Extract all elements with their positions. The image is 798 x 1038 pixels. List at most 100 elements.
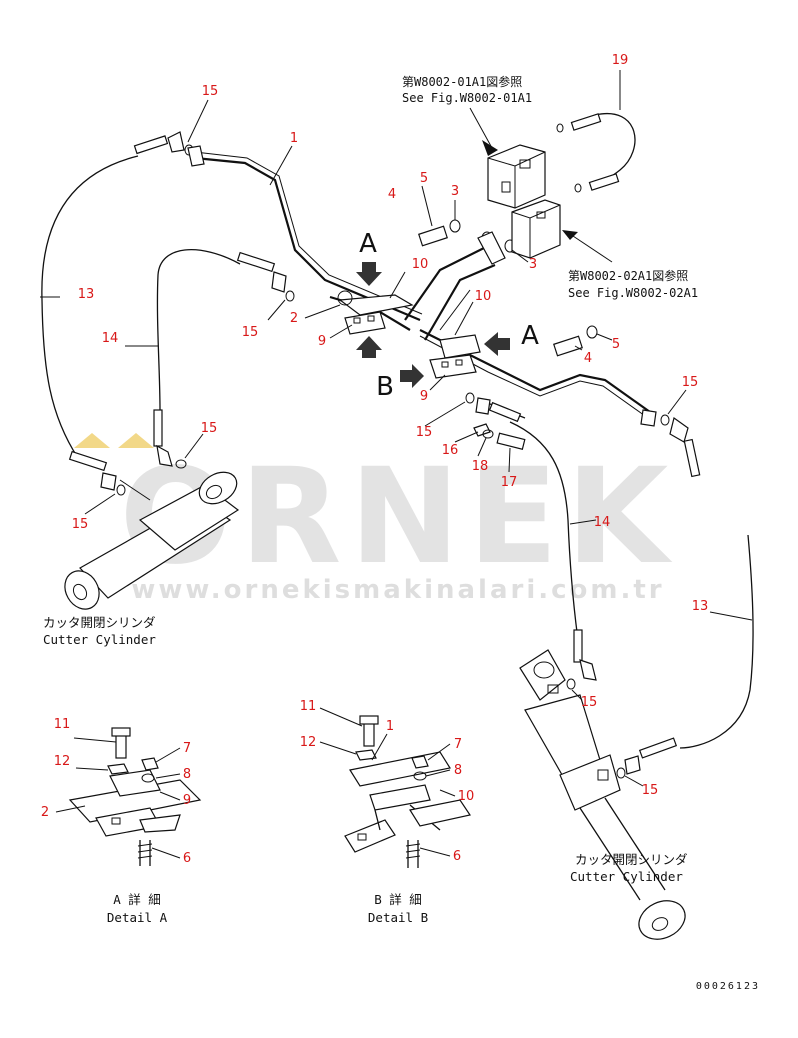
- callout-4-lower: 4: [584, 351, 592, 366]
- o-ring-15-right-cyl: [566, 678, 576, 690]
- tube-to-valve-2: [424, 263, 496, 341]
- detail-a-washer-8: [141, 773, 155, 783]
- detail-a-u-bolt: [139, 840, 151, 866]
- o-ring-15-left-cyl: [175, 459, 187, 469]
- detail-a-callout-11: 11: [54, 717, 71, 732]
- clamp-10-left: [338, 294, 414, 316]
- callout-15-mid: 15: [242, 325, 259, 340]
- valve-lower: [511, 199, 561, 259]
- caption-cyl-left-en: Cutter Cylinder: [43, 632, 156, 647]
- hose-13-left: [41, 155, 139, 459]
- callout-10-upper: 10: [412, 257, 429, 272]
- callout-1: 1: [290, 131, 298, 146]
- view-letter-b-left: B: [376, 372, 394, 402]
- tube-lower-right: [419, 329, 651, 413]
- hose-end-13-top: [133, 135, 169, 155]
- detail-a-clamp: [109, 769, 161, 797]
- detail-b-callout-11: 11: [300, 699, 317, 714]
- washer-18: [482, 429, 494, 439]
- detail-a-callout-9: 9: [183, 793, 191, 808]
- clamp-9-right: [429, 354, 477, 379]
- detail-b-nut: [411, 755, 429, 769]
- callout-13-left: 13: [78, 287, 95, 302]
- detail-a-callout-2: 2: [41, 805, 49, 820]
- tube-1-upper: [194, 156, 421, 322]
- detail-a-callout-8: 8: [183, 767, 191, 782]
- callout-18: 18: [472, 459, 489, 474]
- hose-end-13-right-lower: [638, 737, 678, 759]
- cylinder-left-head: [198, 471, 238, 505]
- detail-a-washer-12: [107, 763, 129, 775]
- caption-cyl-right-en: Cutter Cylinder: [570, 869, 683, 884]
- detail-b-callout-10: 10: [458, 789, 475, 804]
- callout-15-left-cyl: 15: [201, 421, 218, 436]
- callout-9-left: 9: [318, 334, 326, 349]
- callout-2: 2: [290, 311, 298, 326]
- ref-fig01-en: See Fig.W8002-01A1: [402, 91, 532, 105]
- hose-end-14-lower: [153, 409, 163, 447]
- caption-detail-b-en: Detail B: [368, 910, 428, 925]
- callout-19: 19: [612, 53, 629, 68]
- tubes: [194, 151, 651, 419]
- caption-cyl-right-jp: カッタ開閉シリンダ: [575, 852, 688, 867]
- hoses: [41, 112, 754, 749]
- o-ring-15-lower-left: [116, 484, 126, 496]
- caption-detail-a-jp: A 詳 細: [113, 892, 161, 907]
- callout-15-right-lower: 15: [642, 783, 659, 798]
- watermark-accent-right: [118, 433, 154, 448]
- arrow-view-b-right: [400, 364, 424, 388]
- hose-13-right: [679, 534, 754, 749]
- cylinder-right-rod: [579, 797, 666, 901]
- o-ring-15-right: [660, 414, 670, 426]
- view-letter-a-right: A: [521, 321, 539, 351]
- arrow-view-a-right: [484, 332, 510, 356]
- view-letter-a-top: A: [359, 229, 377, 259]
- elbow-fitting-14-right: [579, 659, 597, 681]
- detail-a-callout-7: 7: [183, 741, 191, 756]
- detail-b-callout-12: 12: [300, 735, 317, 750]
- callout-17: 17: [501, 475, 518, 490]
- detail-b-callout-8: 8: [454, 763, 462, 778]
- hose-19: [594, 112, 636, 183]
- detail-a-callout-12: 12: [54, 754, 71, 769]
- o-ring-15-center: [465, 392, 475, 404]
- washer-5-lower: [586, 325, 598, 339]
- callout-14-right: 14: [594, 515, 611, 530]
- callout-15-center: 15: [416, 425, 433, 440]
- detail-b-washer-12: [355, 749, 377, 761]
- hose-end-13-right: [683, 438, 701, 478]
- detail-b-bracket-foot: [344, 819, 396, 853]
- cylinder-right: [519, 649, 686, 940]
- detail-a: [68, 727, 202, 866]
- view-letters: A A B: [359, 229, 539, 402]
- fitting-valve-top: [570, 113, 602, 131]
- callout-5-lower: 5: [612, 337, 620, 352]
- figure-references: 第W8002-01A1図参照 See Fig.W8002-01A1 第W8002…: [402, 74, 698, 300]
- detail-b-bolt: [363, 721, 375, 747]
- detail-a-bolt: [115, 733, 127, 759]
- valve-blocks: [477, 144, 561, 265]
- tube-end-2: [337, 290, 353, 306]
- fitting-13-lower: [100, 472, 117, 491]
- callout-10-lower: 10: [475, 289, 492, 304]
- callout-4-upper: 4: [388, 187, 396, 202]
- detail-a-callout-6: 6: [183, 851, 191, 866]
- document-number: 00026123: [696, 981, 760, 992]
- callout-14-left: 14: [102, 331, 119, 346]
- arrow-view-a-top: [356, 262, 382, 286]
- callout-13-right: 13: [692, 599, 709, 614]
- washer-3-upper: [449, 219, 461, 233]
- tube-end-center: [475, 397, 491, 415]
- ref-fig02-jp: 第W8002-02A1図参照: [568, 268, 688, 283]
- clamps: [337, 290, 481, 379]
- callout-16: 16: [442, 443, 459, 458]
- tube-end-right: [640, 409, 657, 427]
- ref-fig01-jp: 第W8002-01A1図参照: [402, 74, 522, 89]
- elbow-fitting-top: [167, 131, 185, 153]
- cylinder-right-collar: [559, 754, 621, 811]
- bolt-4-upper: [418, 225, 448, 247]
- manifold-plate: [477, 231, 506, 265]
- tube-to-valve-1: [404, 244, 491, 321]
- ref-fig02-en: See Fig.W8002-02A1: [568, 286, 698, 300]
